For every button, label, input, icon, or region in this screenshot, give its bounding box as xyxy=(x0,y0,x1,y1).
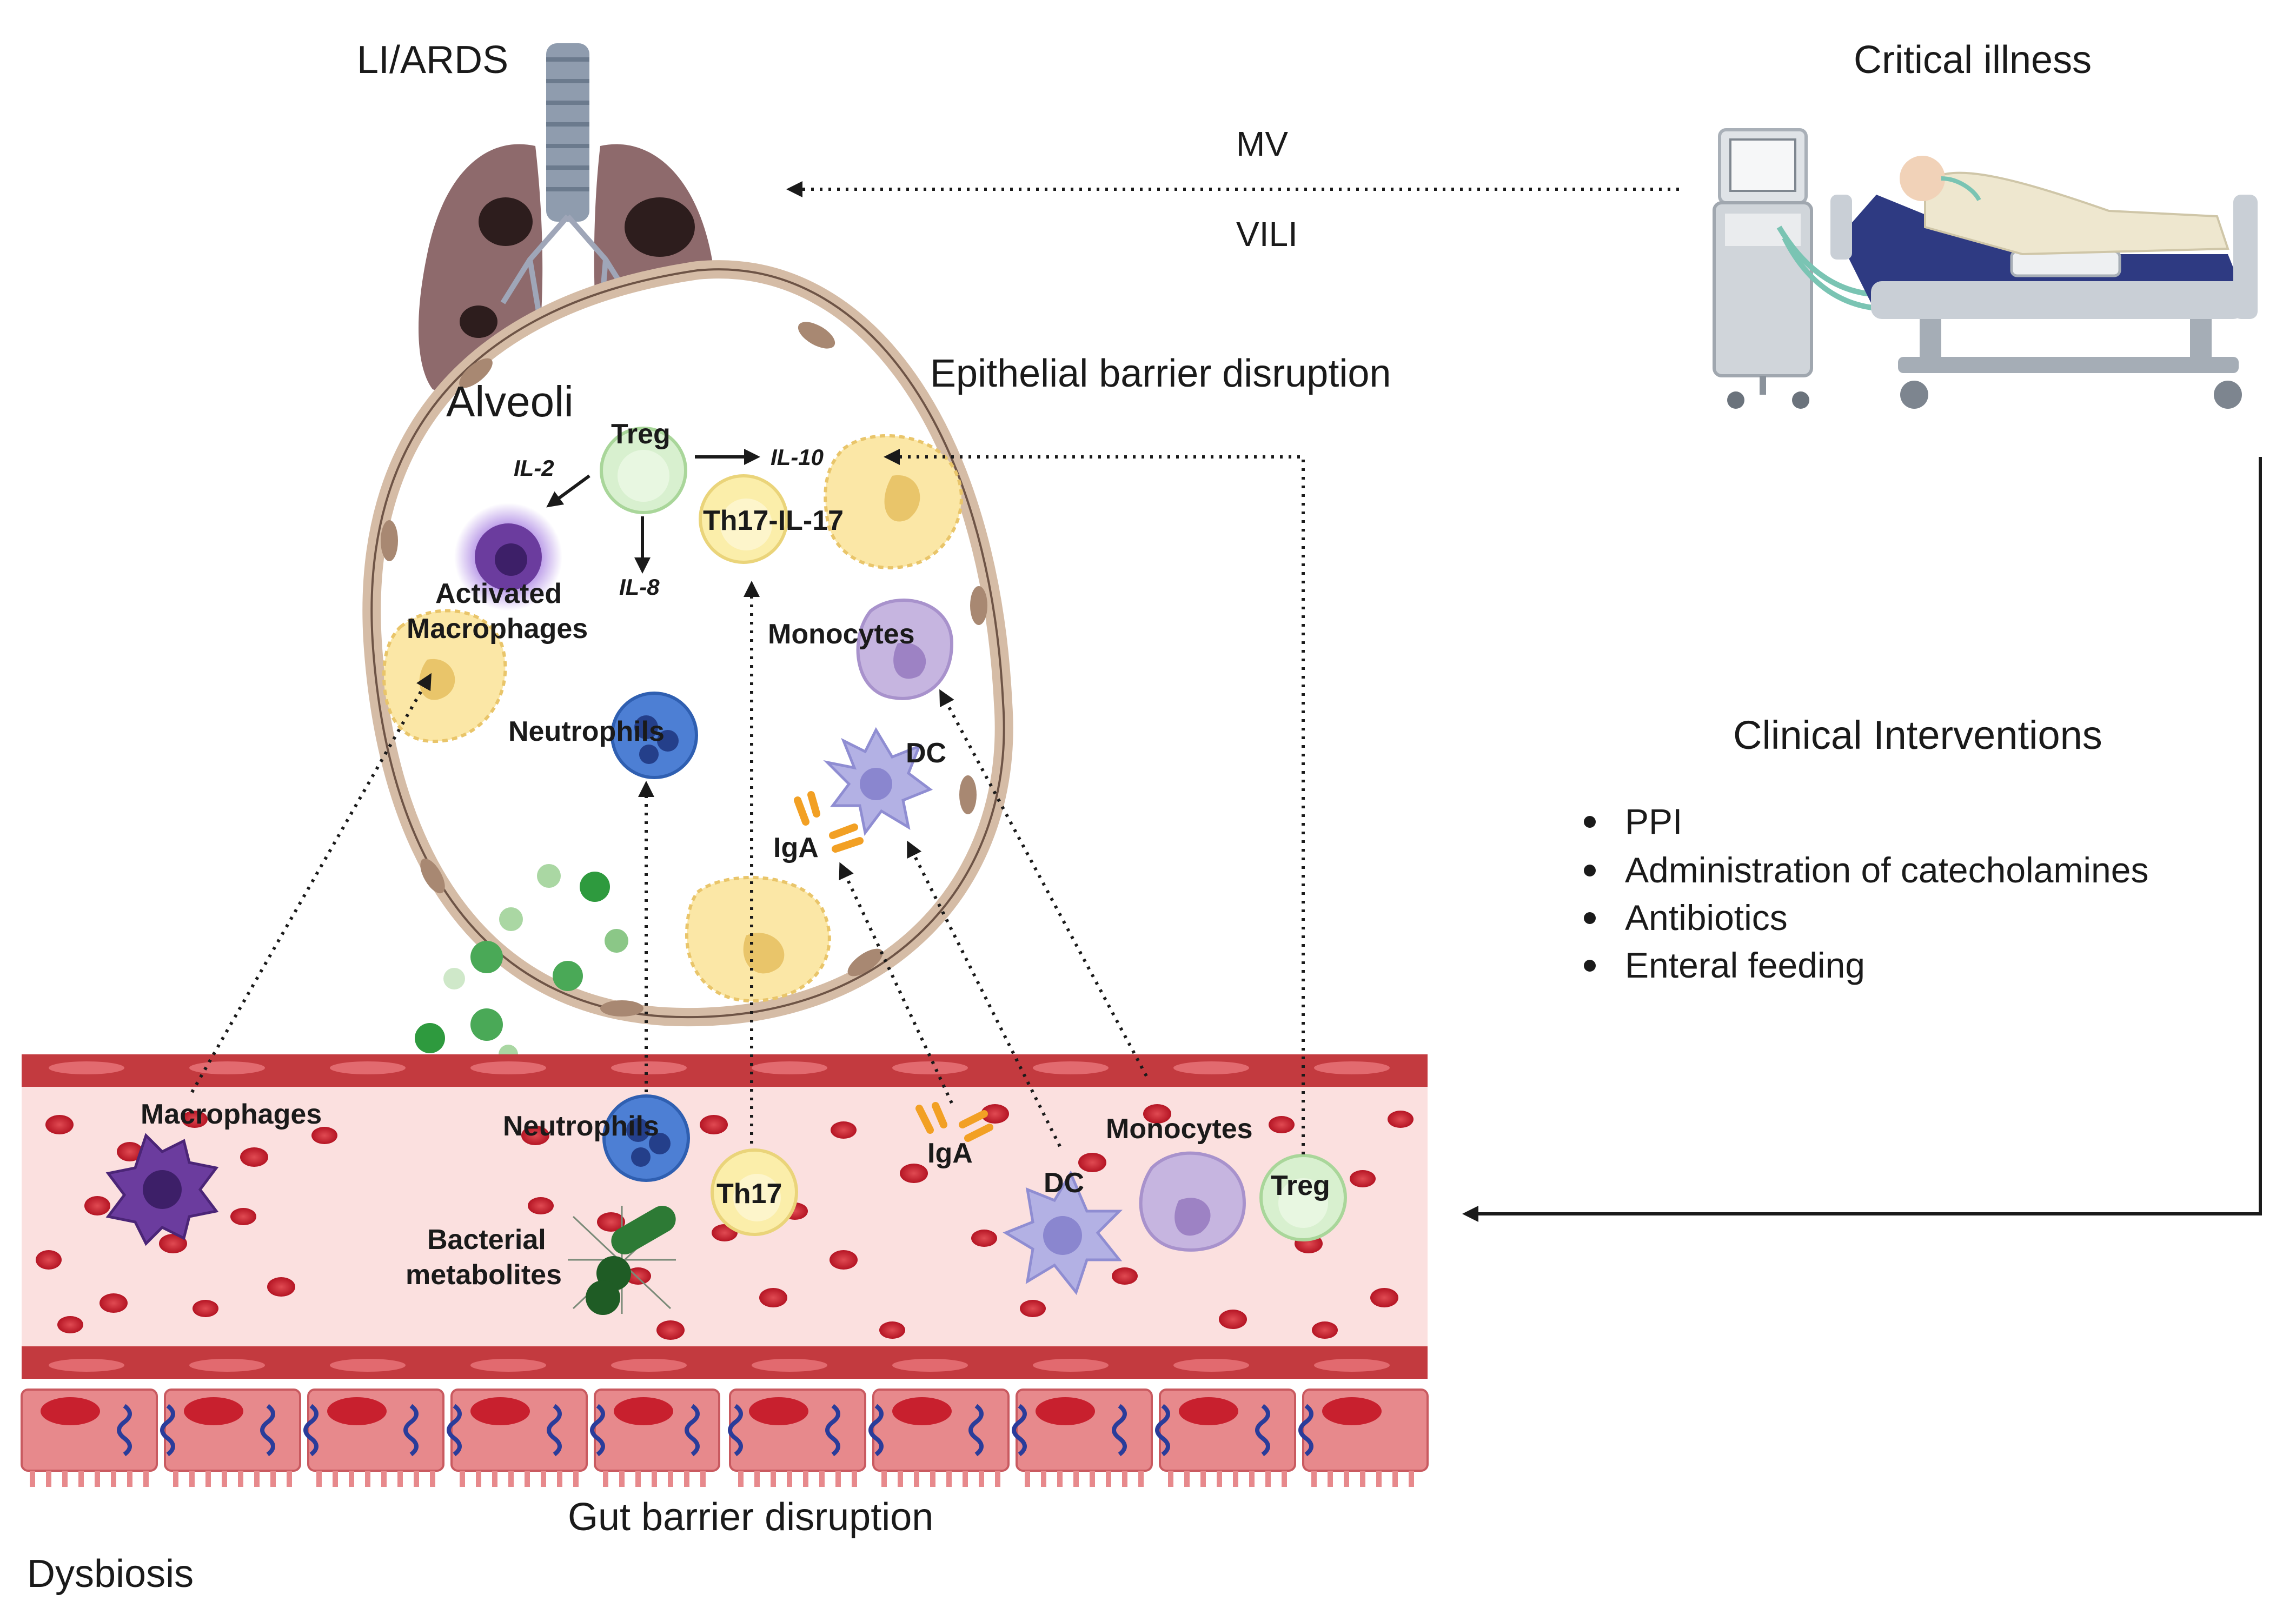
il2-label: IL-2 xyxy=(514,455,554,481)
treg-cell-vessel xyxy=(1259,1154,1347,1241)
interventions-list: PPI Administration of catecholamines Ant… xyxy=(1584,801,2148,985)
intervention-item: Enteral feeding xyxy=(1625,945,1865,985)
gut-epithelium xyxy=(21,1389,1429,1487)
intervention-item: PPI xyxy=(1625,801,1682,841)
il10-label: IL-10 xyxy=(771,444,824,470)
clinical-interventions-arrow xyxy=(1462,457,2262,1222)
iga-label-vessel: IgA xyxy=(927,1138,973,1169)
red-blood-cells xyxy=(36,1104,1414,1340)
monocytes-label-vessel: Monocytes xyxy=(1106,1113,1253,1145)
il2-arrow xyxy=(546,474,590,508)
li-ards-label: LI/ARDS xyxy=(357,38,508,82)
patient-icon xyxy=(1900,156,2229,256)
vili-label: VILI xyxy=(1236,215,1298,254)
neutrophil-alveoli xyxy=(611,692,698,779)
alveolar-macrophage xyxy=(685,876,831,1003)
th17-il17-label: Th17-IL-17 xyxy=(703,505,844,536)
intervention-item: Administration of catecholamines xyxy=(1625,850,2148,890)
intervention-item: Antibiotics xyxy=(1625,898,1788,938)
treg-label-vessel: Treg xyxy=(1271,1170,1330,1201)
macrophage-vessel xyxy=(105,1133,219,1246)
iga-migration-arrow xyxy=(839,862,953,1104)
ventilator-icon xyxy=(1713,128,1993,409)
iga-label-alveoli: IgA xyxy=(773,832,819,863)
critical-illness-label: Critical illness xyxy=(1854,38,2092,82)
metabolites-label: metabolites xyxy=(406,1259,562,1291)
alveolar-macrophage xyxy=(382,609,507,743)
gut-barrier-label: Gut barrier disruption xyxy=(568,1496,933,1539)
dc-label-vessel: DC xyxy=(1044,1167,1084,1199)
treg-cell-alveoli xyxy=(600,427,687,514)
treg-label-alveoli: Treg xyxy=(611,418,671,450)
clinical-interventions-title: Clinical Interventions xyxy=(1733,713,2102,758)
monocyte-alveoli xyxy=(856,599,954,700)
alveoli-label: Alveoli xyxy=(446,377,574,426)
macrophages-label-vessel: Macrophages xyxy=(141,1099,322,1130)
activated-macrophages-label: Macrophages xyxy=(407,613,588,645)
dc-label-alveoli: DC xyxy=(906,738,946,769)
th17-label-vessel: Th17 xyxy=(716,1178,782,1210)
neutrophils-label-vessel: Neutrophils xyxy=(503,1111,659,1142)
bacteria-icon xyxy=(568,1206,676,1315)
activated-macrophage xyxy=(454,503,562,611)
iga-antibody-alveoli xyxy=(794,791,864,853)
th17-cell-vessel xyxy=(711,1148,798,1236)
alveolar-macrophage xyxy=(824,434,963,569)
monocytes-label-alveoli: Monocytes xyxy=(768,619,915,650)
mv-label: MV xyxy=(1236,124,1288,163)
activated-label: Activated xyxy=(435,578,562,609)
neutrophils-label-alveoli: Neutrophils xyxy=(508,716,665,747)
iga-antibody-vessel xyxy=(915,1102,993,1142)
macrophage-migration-arrow xyxy=(190,673,432,1093)
epithelial-barrier-label: Epithelial barrier disruption xyxy=(930,352,1391,395)
bacterial-label: Bacterial xyxy=(427,1224,546,1255)
th17-cell-alveoli xyxy=(699,474,788,564)
dysbiosis-label: Dysbiosis xyxy=(27,1552,194,1596)
dendritic-cell-vessel xyxy=(1003,1170,1123,1296)
monocyte-migration-arrow xyxy=(939,689,1148,1077)
il8-label: IL-8 xyxy=(619,574,660,600)
dendritic-cell-alveoli xyxy=(823,727,933,836)
neutrophil-vessel xyxy=(602,1094,690,1182)
monocyte-vessel xyxy=(1139,1151,1246,1252)
